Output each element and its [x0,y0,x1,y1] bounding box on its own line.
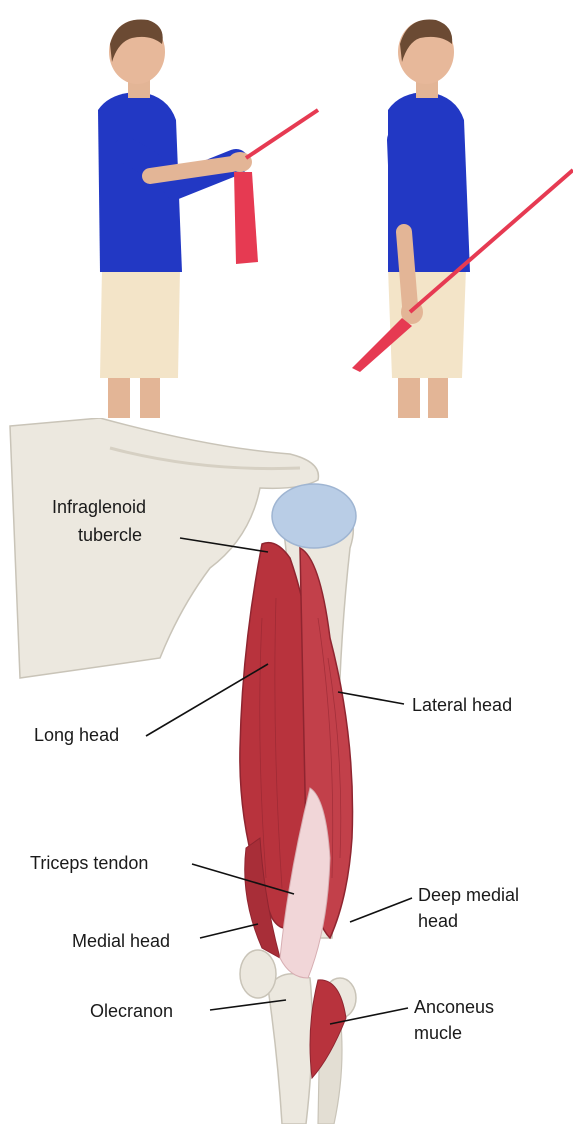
person-arm-back [352,20,573,419]
triceps-anatomy-diagram: Infraglenoid tubercle Long head Lateral … [0,418,573,1124]
leader-medial-head [200,924,258,938]
label-triceps-tendon: Triceps tendon [30,852,148,874]
ulna [268,974,312,1124]
label-infraglenoid-line1: Infraglenoid [52,496,146,518]
label-infraglenoid-line2: tubercle [78,524,142,546]
exercise-photos [0,0,573,418]
label-long-head: Long head [34,724,119,746]
humeral-head-cartilage [272,484,356,548]
label-lateral-head: Lateral head [412,694,512,716]
exercise-photo-illustration [0,0,573,418]
leader-lateral-head [338,692,404,704]
label-deep-medial-line1: Deep medial [418,884,519,906]
label-medial-head: Medial head [72,930,170,952]
leader-deep-medial-head [350,898,412,922]
label-anconeus-line2: mucle [414,1022,462,1044]
label-olecranon: Olecranon [90,1000,173,1022]
label-anconeus-line1: Anconeus [414,996,494,1018]
person-arm-forward [98,20,318,419]
label-deep-medial-line2: head [418,910,458,932]
